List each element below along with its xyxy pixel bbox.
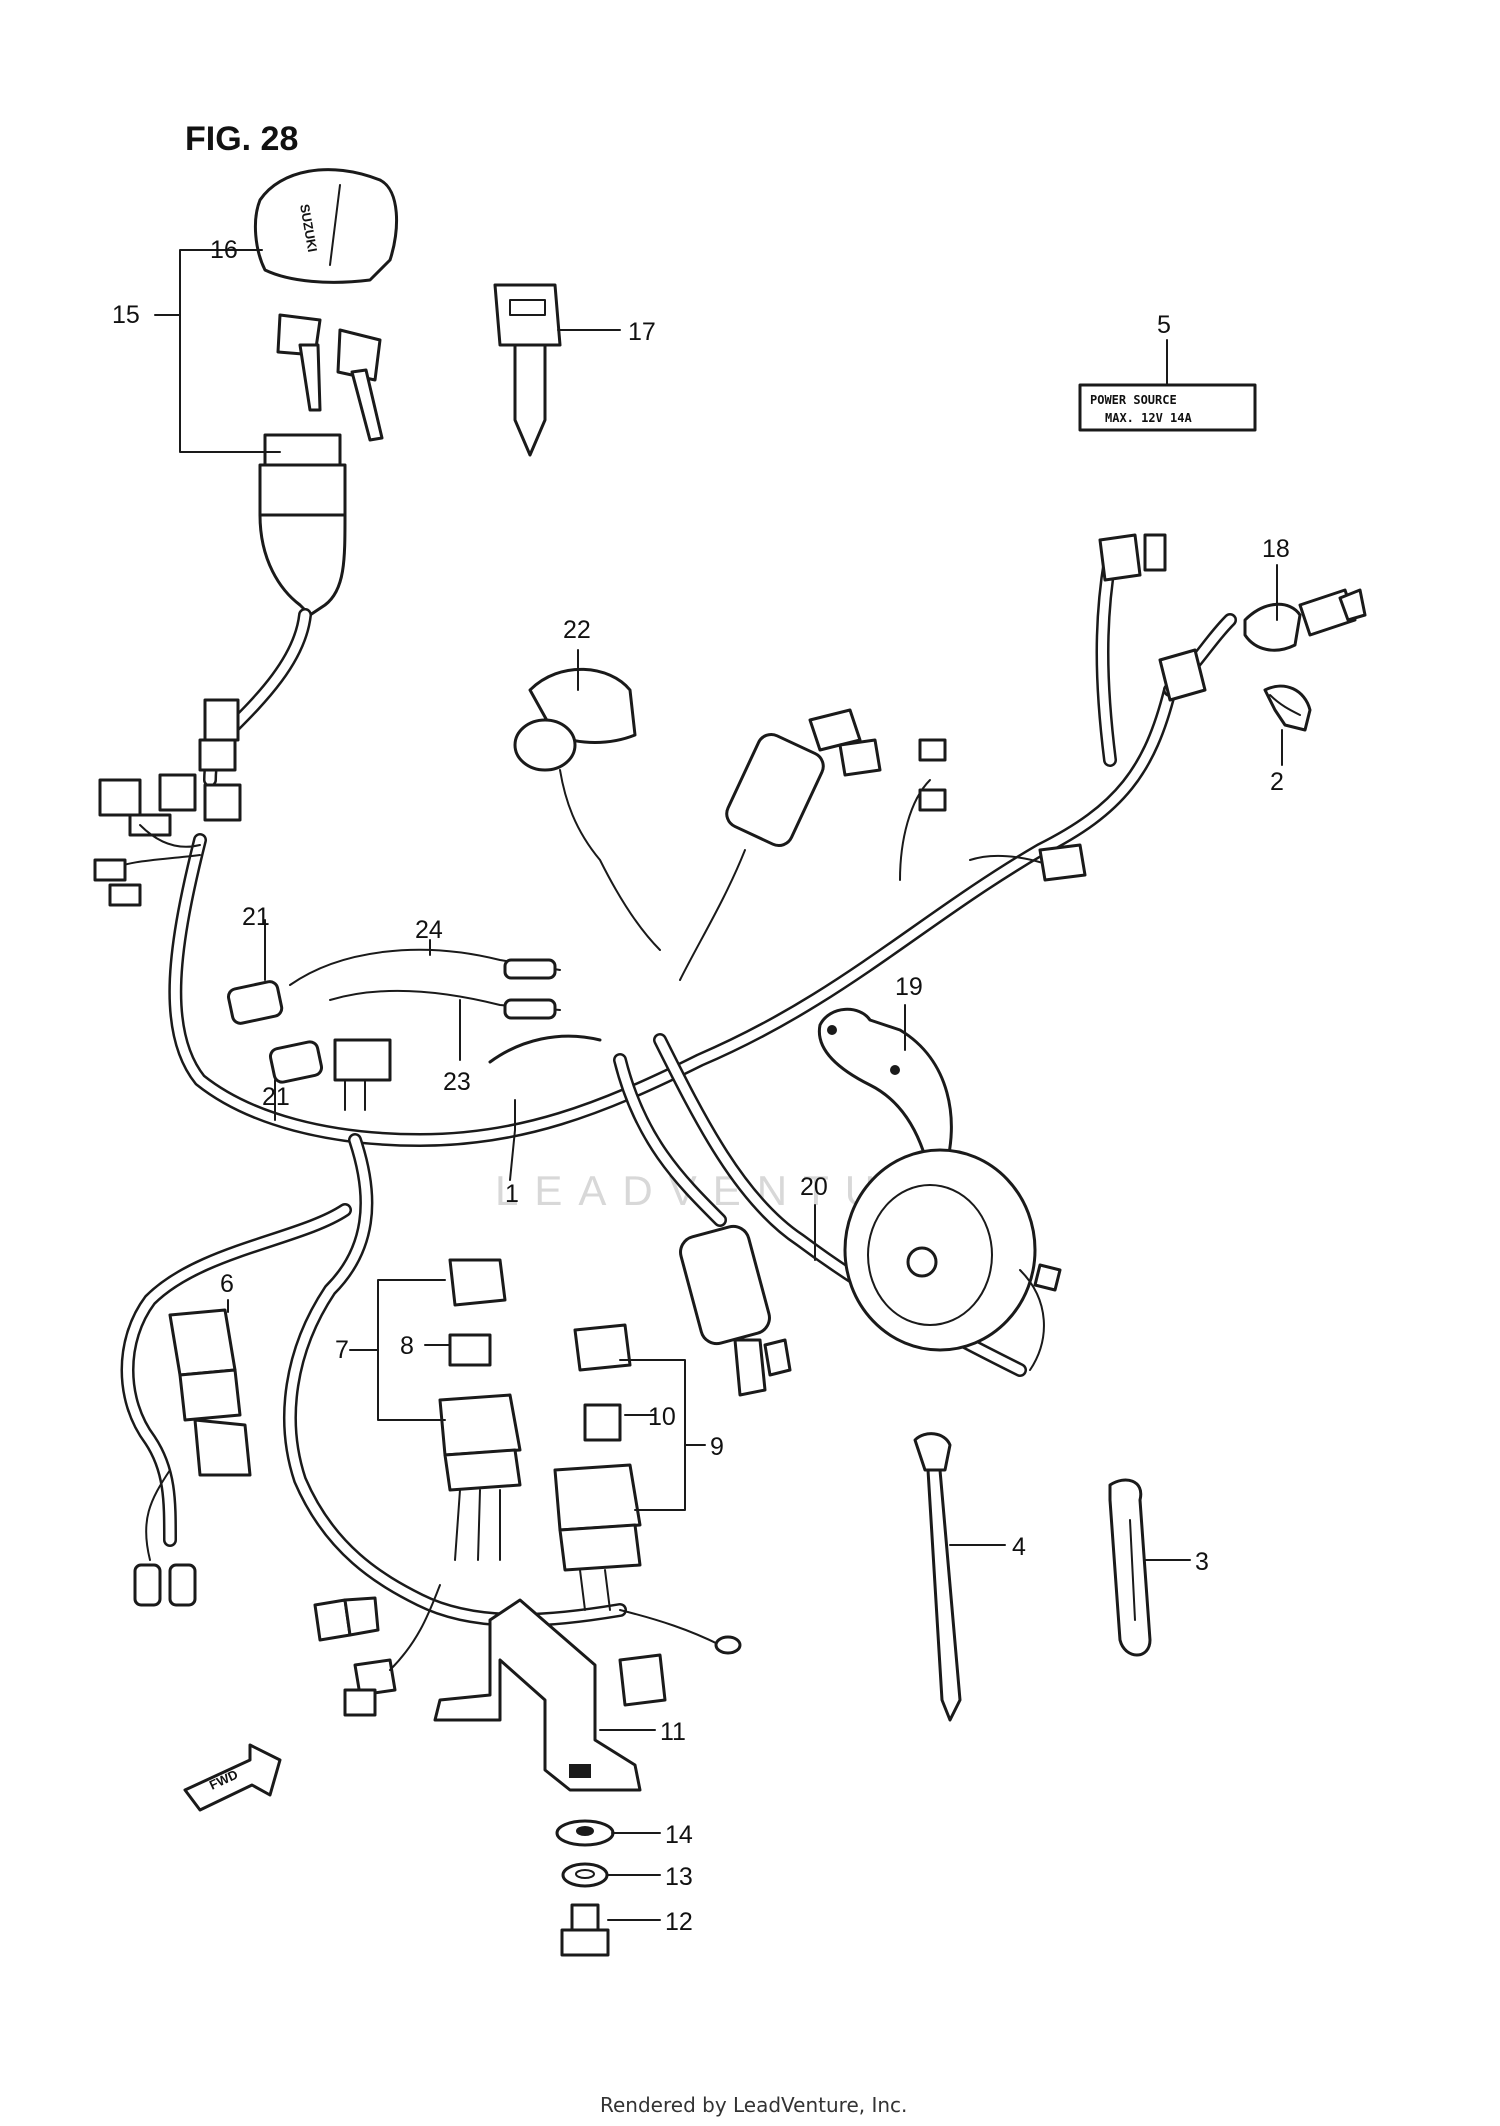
top-right-connectors (1038, 533, 1207, 882)
callout-22: 22 (563, 616, 591, 644)
figure-title: FIG. 28 (185, 120, 298, 158)
bolt-12 (560, 1903, 610, 1957)
callout-15: 15 (112, 301, 140, 329)
callout-24: 24 (415, 916, 443, 944)
coil-unit (679, 708, 947, 981)
horn (843, 1148, 1062, 1371)
callout-13: 13 (665, 1863, 693, 1891)
callout-4: 4 (1012, 1533, 1026, 1561)
clamp-2 (1263, 684, 1312, 732)
plug-18 (1243, 588, 1367, 652)
callout-19: 19 (895, 973, 923, 1001)
callout-6: 6 (220, 1270, 234, 1298)
callout-21a: 21 (242, 903, 270, 931)
callout-11: 11 (660, 1718, 686, 1746)
lock-washer-13 (561, 1862, 609, 1888)
coupler-block (333, 1038, 392, 1111)
resistor-21a (227, 980, 284, 1025)
callout-20: 20 (800, 1173, 828, 1201)
callout-21b: 21 (262, 1083, 290, 1111)
callout-3: 3 (1195, 1548, 1209, 1576)
fwd-arrow: FWD (183, 1743, 282, 1812)
callout-16: 16 (210, 236, 238, 264)
relay-6 (133, 1308, 252, 1607)
callout-7: 7 (335, 1336, 349, 1364)
callout-5: 5 (1157, 311, 1171, 339)
callout-23: 23 (443, 1068, 471, 1096)
power-source-label: POWER SOURCE MAX. 12V 14A (1078, 383, 1257, 432)
callout-18: 18 (1262, 535, 1290, 563)
hose-band-3 (1108, 1478, 1152, 1657)
lead-wire-23 (329, 989, 561, 1020)
callout-2: 2 (1270, 768, 1284, 796)
power-source-line2: MAX. 12V 14A (1105, 411, 1192, 425)
connector-cluster (93, 773, 242, 907)
callout-10: 10 (648, 1403, 676, 1431)
callout-12: 12 (665, 1908, 693, 1936)
bottom-connectors (313, 1584, 742, 1717)
bracket-11 (433, 1598, 642, 1792)
callout-1: 1 (505, 1180, 519, 1208)
wiring-harness (120, 553, 1237, 1627)
callout-17: 17 (628, 318, 656, 346)
switch-22 (513, 667, 661, 951)
key (493, 283, 562, 457)
lead-wire-24 (289, 948, 561, 986)
footer-credit: Rendered by LeadVenture, Inc. (600, 2093, 907, 2117)
cable-tie-4 (913, 1432, 962, 1722)
ignition-switch-assembly (198, 313, 384, 787)
resistor-21b (268, 1040, 324, 1084)
washer-14 (555, 1819, 615, 1847)
callout-8: 8 (400, 1332, 414, 1360)
condenser (679, 1224, 792, 1397)
leader-lines (154, 249, 1283, 1921)
callout-9: 9 (710, 1433, 724, 1461)
power-source-line1: POWER SOURCE (1090, 393, 1177, 407)
ignition-cap: SUZUKI (254, 168, 399, 284)
fuse-box-7 (438, 1258, 522, 1561)
fuse-box-9 (553, 1323, 642, 1611)
callout-14: 14 (665, 1821, 693, 1849)
